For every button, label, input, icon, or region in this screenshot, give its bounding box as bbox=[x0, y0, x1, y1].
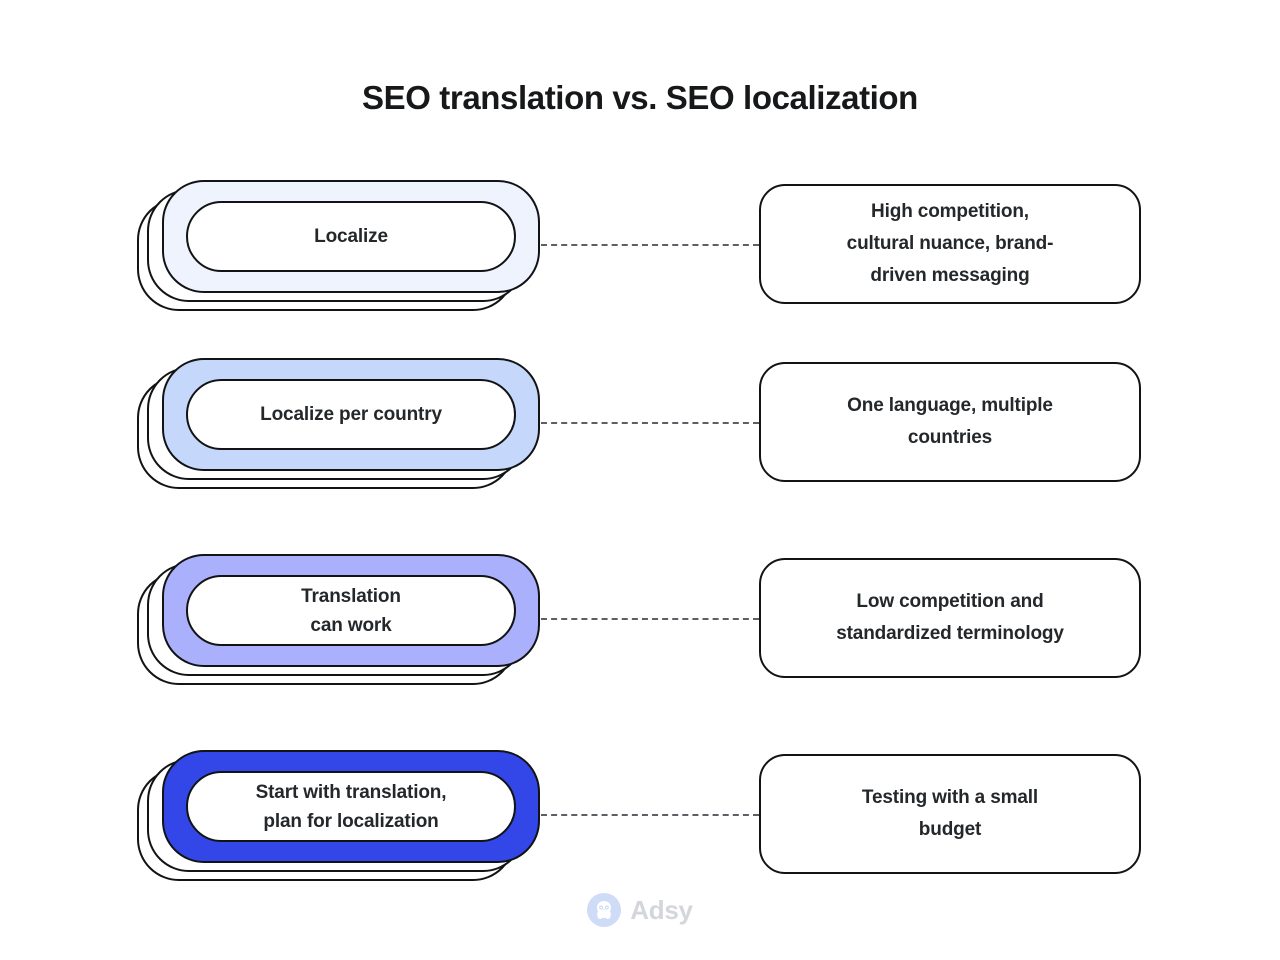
stack-inner-pill: Localize bbox=[186, 201, 516, 272]
stacked-card-group: Localize per country bbox=[137, 358, 541, 489]
stacked-card-group: Start with translation, plan for localiz… bbox=[137, 750, 541, 881]
dashed-connector bbox=[541, 422, 759, 424]
stack-front-card[interactable]: Translation can work bbox=[162, 554, 540, 667]
detail-card[interactable]: One language, multiple countries bbox=[759, 362, 1141, 482]
stack-front-card[interactable]: Start with translation, plan for localiz… bbox=[162, 750, 540, 863]
stack-inner-pill: Localize per country bbox=[186, 379, 516, 450]
detail-card[interactable]: High competition, cultural nuance, brand… bbox=[759, 184, 1141, 304]
detail-card-label: High competition, cultural nuance, brand… bbox=[846, 201, 1054, 286]
stack-label: Localize per country bbox=[260, 404, 442, 425]
comparison-row: Localize High competition, cultural nuan… bbox=[0, 180, 1280, 311]
stacked-card-group: Localize bbox=[137, 180, 541, 311]
stack-label: Translation can work bbox=[301, 585, 401, 636]
brand-watermark: Adsy bbox=[0, 893, 1280, 927]
comparison-row: Translation can work Low competition and… bbox=[0, 554, 1280, 685]
detail-card-label: Low competition and standardized termino… bbox=[836, 591, 1064, 644]
detail-card-label: Testing with a small budget bbox=[861, 787, 1039, 840]
comparison-row: Localize per country One language, multi… bbox=[0, 358, 1280, 489]
stack-inner-pill: Translation can work bbox=[186, 575, 516, 646]
dashed-connector bbox=[541, 618, 759, 620]
detail-card[interactable]: Low competition and standardized termino… bbox=[759, 558, 1141, 678]
stacked-card-group: Translation can work bbox=[137, 554, 541, 685]
stack-front-card[interactable]: Localize bbox=[162, 180, 540, 293]
detail-card[interactable]: Testing with a small budget bbox=[759, 754, 1141, 874]
dashed-connector bbox=[541, 244, 759, 246]
stack-front-card[interactable]: Localize per country bbox=[162, 358, 540, 471]
comparison-row: Start with translation, plan for localiz… bbox=[0, 750, 1280, 881]
brand-name: Adsy bbox=[630, 895, 693, 925]
detail-card-label: One language, multiple countries bbox=[847, 395, 1053, 448]
owl-icon bbox=[587, 893, 622, 927]
stack-inner-pill: Start with translation, plan for localiz… bbox=[186, 771, 516, 842]
dashed-connector bbox=[541, 814, 759, 816]
stack-label: Localize bbox=[314, 226, 388, 247]
page-title: SEO translation vs. SEO localization bbox=[362, 79, 918, 116]
stack-label: Start with translation, plan for localiz… bbox=[255, 781, 447, 832]
